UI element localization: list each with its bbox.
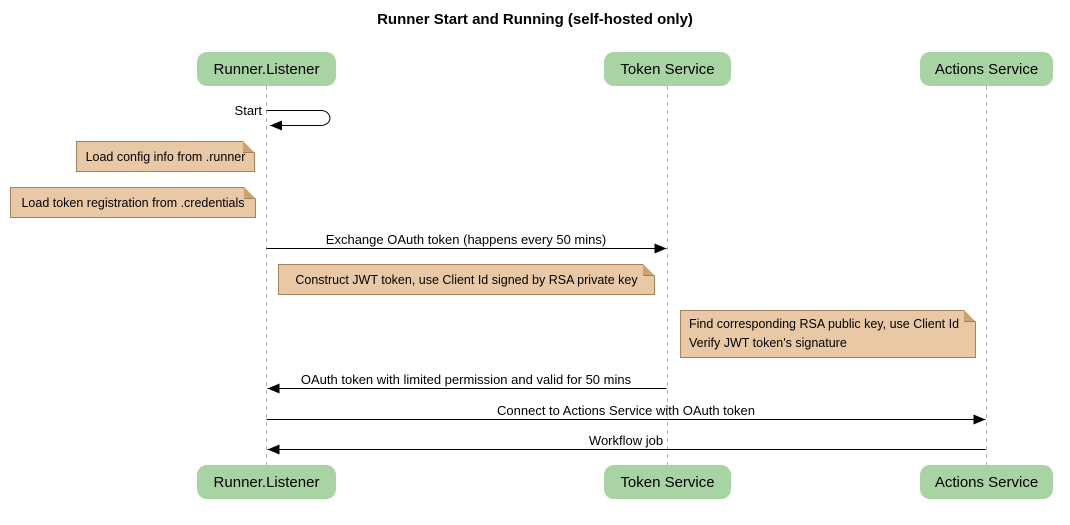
participant-label: Runner.Listener — [213, 60, 320, 78]
note-text-line: Find corresponding RSA public key, use C… — [689, 317, 960, 332]
note-load-token-registration: Load token registration from .credential… — [10, 187, 256, 218]
participant-top-token-service: Token Service — [604, 52, 731, 86]
participant-label: Token Service — [620, 473, 715, 491]
participant-label: Token Service — [620, 60, 715, 78]
participant-top-actions-service: Actions Service — [920, 52, 1053, 86]
participant-bottom-runner-listener: Runner.Listener — [197, 465, 336, 499]
note-fold-icon — [244, 187, 256, 199]
diagram-title: Runner Start and Running (self-hosted on… — [377, 11, 693, 28]
participant-label: Actions Service — [934, 473, 1039, 491]
note-verify-jwt: Find corresponding RSA public key, use C… — [680, 310, 976, 358]
self-message-label: Start — [234, 103, 262, 118]
note-construct-jwt: Construct JWT token, use Client Id signe… — [278, 264, 655, 295]
participant-bottom-token-service: Token Service — [604, 465, 731, 499]
note-fold-icon — [964, 310, 976, 322]
participant-bottom-actions-service: Actions Service — [920, 465, 1053, 499]
self-message-loop — [266, 110, 331, 131]
note-text-line: Verify JWT token's signature — [689, 336, 847, 350]
participant-label: Runner.Listener — [213, 473, 320, 491]
message-label-connect-actions: Connect to Actions Service with OAuth to… — [497, 403, 755, 418]
message-label-oauth-token-return: OAuth token with limited permission and … — [300, 372, 632, 387]
note-fold-icon — [243, 141, 255, 153]
message-label-workflow-job: Workflow job — [588, 433, 664, 448]
participant-label: Actions Service — [934, 60, 1039, 78]
message-label-exchange-oauth: Exchange OAuth token (happens every 50 m… — [325, 232, 607, 247]
note-text: Load token registration from .credential… — [21, 195, 245, 210]
note-load-config: Load config info from .runner — [76, 141, 255, 172]
participant-top-runner-listener: Runner.Listener — [197, 52, 336, 86]
note-fold-icon — [643, 264, 655, 276]
note-text: Construct JWT token, use Client Id signe… — [295, 272, 638, 287]
note-text: Load config info from .runner — [85, 149, 246, 164]
